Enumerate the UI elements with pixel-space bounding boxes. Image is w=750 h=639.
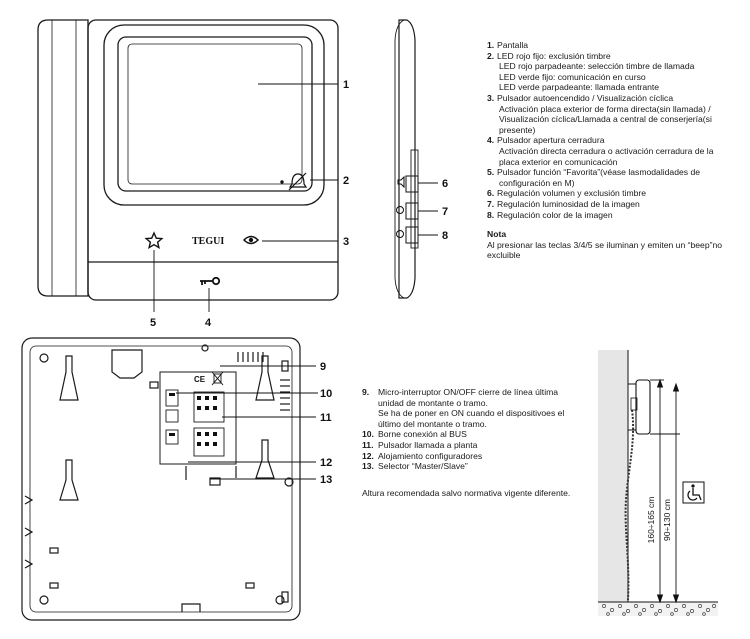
- callout-9: 9: [320, 361, 326, 373]
- legend-top-item: 3.Pulsador autoencendido / Visualización…: [487, 93, 737, 104]
- legend-top-item-detail: LED verde parpadeante: llamada entrante: [499, 82, 660, 93]
- callout-4: 4: [205, 317, 212, 329]
- legend-top-item-number: 5.: [487, 167, 495, 178]
- legend-bottom-items: 9. Micro-interruptor ON/OFF cierre de lín…: [362, 387, 597, 472]
- legend-top-item-text: Regulación volumen y exclusión timbre: [497, 188, 647, 199]
- legend-top-item-detail: presente): [499, 124, 536, 135]
- handset: [37, 19, 89, 297]
- legend-bottom-item-number: 9.: [362, 387, 370, 397]
- favorite-star-icon: [144, 231, 164, 250]
- callout-12: 12: [320, 457, 332, 469]
- callout-13: 13: [320, 474, 332, 486]
- legend-top-item-detail: Visualización cíclica/Llamada a central …: [499, 114, 712, 125]
- legend-top-item-number: 1.: [487, 40, 495, 50]
- legend-top-item-detail: configuración en M): [499, 177, 575, 188]
- legend-top-item: 2.LED rojo fijo: exclusión timbre: [487, 51, 737, 62]
- legend-footer: Altura recomendada salvo normativa vigen…: [362, 487, 571, 498]
- legend-top-item-text: Pulsador función “Favorita”(véase lasmod…: [497, 167, 701, 178]
- legend-bottom-item-text: Selector “Master/Slave”: [378, 461, 468, 472]
- legend-bottom: 9. Micro-interruptor ON/OFF cierre de lín…: [362, 387, 597, 498]
- callout-11: 11: [320, 412, 332, 424]
- led-indicator: [280, 180, 284, 184]
- legend-bottom-item-number: 10.: [362, 429, 374, 440]
- dimension-label-90-130: 90÷130 cm: [662, 499, 672, 541]
- callout-6: 6: [442, 178, 448, 190]
- callout-8: 8: [442, 230, 448, 242]
- bell-off-icon: [288, 172, 308, 191]
- legend-top-item-text: Pulsador apertura cerradura: [497, 135, 605, 146]
- legend-top-item-number: 4.: [487, 135, 495, 146]
- legend-bottom-item: 10. Borne conexión al BUS: [362, 429, 597, 440]
- legend-bottom-item: 12. Alojamiento configuradores: [362, 451, 597, 462]
- callout-10: 10: [320, 388, 332, 400]
- legend-top-item-number: 8.: [487, 209, 495, 220]
- callout-3: 3: [343, 236, 349, 248]
- legend-bottom-item: 11. Pulsador llamada a planta: [362, 440, 597, 451]
- legend-bottom-item-number: 13.: [362, 461, 374, 472]
- legend-top-item: 4.Pulsador apertura cerradura: [487, 135, 737, 146]
- legend-top-item: 7.Regulación luminosidad de la imagen: [487, 199, 737, 210]
- legend-bottom-item: 9. Micro-interruptor ON/OFF cierre de lín…: [362, 387, 597, 398]
- brand-logo: TEGUI: [192, 236, 224, 247]
- legend-top-item-detail: Activación placa exterior de forma direc…: [499, 103, 711, 114]
- legend-bottom-item-number: 12.: [362, 450, 374, 461]
- legend-top-item-detail: Activación directa cerradura o activació…: [499, 145, 714, 156]
- legend-top-item-text: Pantalla: [497, 40, 529, 50]
- legend-top-item-number: 7.: [487, 198, 495, 209]
- legend-bottom-item-text: Alojamiento configuradores: [378, 450, 483, 461]
- legend-top-item: 1.Pantalla: [487, 40, 737, 51]
- callout-2: 2: [343, 175, 349, 187]
- legend-bottom-item-detail: Se ha de poner en ON cuando el dispositi…: [378, 408, 565, 419]
- legend-bottom-item-number: 11.: [362, 439, 374, 450]
- legend-top-item-number: 6.: [487, 188, 495, 199]
- nota-text: Al presionar las teclas 3/4/5 se ilumina…: [487, 239, 723, 261]
- back-marks: CE: [169, 371, 224, 446]
- key-icon: [200, 276, 221, 286]
- side-view: [394, 19, 419, 299]
- legend-top-item-detail: LED verde fijo: comunicación en curso: [499, 71, 646, 82]
- legend-bottom-item: 13. Selector “Master/Slave”: [362, 461, 597, 472]
- callout-5: 5: [150, 317, 156, 329]
- legend-top-item-text: Pulsador autoencendido / Visualización c…: [497, 92, 674, 103]
- legend-top-item: 5.Pulsador función “Favorita”(véase lasm…: [487, 167, 737, 178]
- legend-bottom-item-text: Borne conexión al BUS: [378, 429, 467, 440]
- legend-top-item-detail: placa exterior en comunicación: [499, 156, 618, 167]
- wall-mount-diagram: 160÷165 cm 90÷130 cm: [598, 350, 718, 616]
- legend-bottom-item-detail: último del montante o tramo.: [378, 418, 487, 429]
- monitor-body: [87, 19, 339, 301]
- legend-bottom-item-detail: unidad de montante o tramo.: [378, 397, 488, 408]
- weee-bin-icon: [211, 371, 224, 386]
- callout-1: 1: [343, 79, 349, 91]
- screen: [117, 36, 313, 192]
- legend-bottom-item-text: Pulsador llamada a planta: [378, 439, 478, 450]
- legend-top-item-detail: LED rojo parpadeante: selección timbre d…: [499, 61, 695, 72]
- nota-title: Nota: [487, 229, 507, 240]
- legend-top-item: 8.Regulación color de la imagen: [487, 210, 737, 221]
- legend-bottom-item-text: Micro-interruptor ON/OFF cierre de línea…: [378, 387, 559, 397]
- callout-7: 7: [442, 206, 448, 218]
- dimension-label-160-165: 160÷165 cm: [646, 497, 656, 544]
- legend-top-item: 6.Regulación volumen y exclusión timbre: [487, 188, 737, 199]
- eye-icon: [242, 235, 260, 245]
- legend-top-item-number: 3.: [487, 92, 495, 103]
- wheelchair-icon: [682, 481, 705, 504]
- legend-top-item-text: Regulación color de la imagen: [497, 209, 613, 220]
- legend-top-item-number: 2.: [487, 50, 495, 61]
- legend-top-item-text: Regulación luminosidad de la imagen: [497, 198, 640, 209]
- legend-top-item-text: LED rojo fijo: exclusión timbre: [497, 50, 611, 61]
- ce-mark: CE: [194, 375, 206, 384]
